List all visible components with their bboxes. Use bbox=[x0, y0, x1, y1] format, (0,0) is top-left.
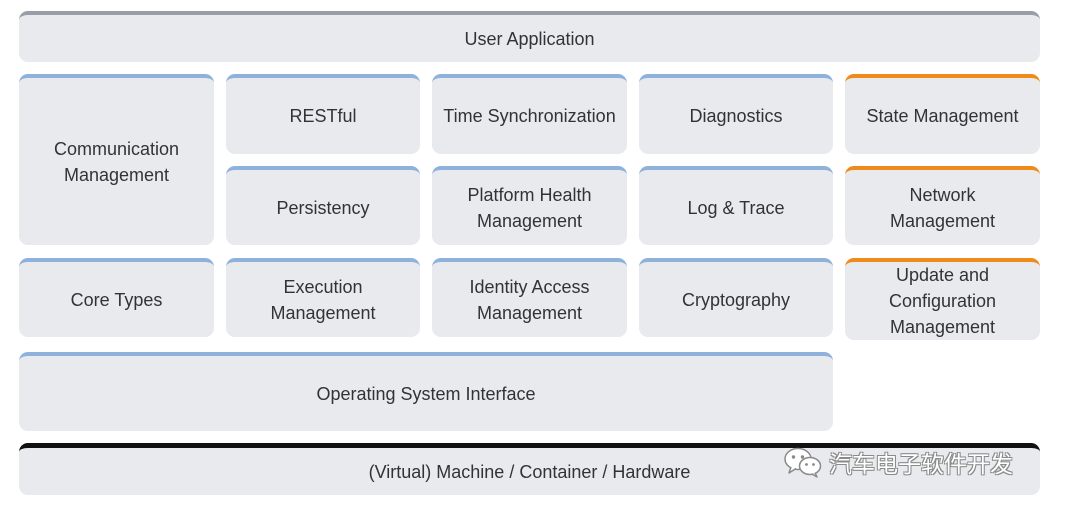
restful-label: RESTful bbox=[289, 106, 357, 126]
diagnostics-label: Diagnostics bbox=[689, 106, 783, 126]
user-application-label: User Application bbox=[464, 28, 595, 49]
core-types-label: Core Types bbox=[70, 289, 163, 310]
network-management-label-line2: Management bbox=[889, 210, 996, 231]
user-application-box: User Application bbox=[19, 11, 1040, 62]
platform-health-management-label-line1: Platform Health bbox=[467, 184, 592, 205]
update-configuration-management-label-line1: Update and bbox=[895, 265, 990, 285]
restful-box: RESTful bbox=[226, 74, 420, 154]
log-trace-label: Log & Trace bbox=[687, 197, 785, 218]
watermark: 汽车电子软件开发 bbox=[783, 445, 1013, 479]
identity-access-management-box: Identity Access Management bbox=[432, 258, 627, 337]
update-configuration-management-label-line2: Configuration bbox=[888, 291, 997, 311]
communication-management-box: Communication Management bbox=[19, 74, 214, 245]
operating-system-interface-box: Operating System Interface bbox=[19, 352, 833, 431]
state-management-label: State Management bbox=[866, 106, 1019, 126]
machine-container-hardware-box: (Virtual) Machine / Container / Hardware bbox=[19, 443, 1040, 495]
update-configuration-management-label-line3: Management bbox=[889, 317, 996, 337]
execution-management-label-line2: Management bbox=[270, 302, 376, 323]
log-trace-box: Log & Trace bbox=[639, 166, 833, 245]
execution-management-box: Execution Management bbox=[226, 258, 420, 337]
identity-access-management-label-line1: Identity Access bbox=[469, 276, 590, 297]
platform-health-management-box: Platform Health Management bbox=[432, 166, 627, 245]
network-management-box: Network Management bbox=[845, 166, 1040, 245]
time-synchronization-label: Time Synchronization bbox=[443, 106, 616, 126]
update-configuration-management-box: Update and Configuration Management bbox=[845, 258, 1040, 340]
persistency-box: Persistency bbox=[226, 166, 420, 245]
cryptography-label: Cryptography bbox=[681, 289, 791, 310]
communication-management-label-line1: Communication bbox=[53, 138, 180, 159]
time-synchronization-box: Time Synchronization bbox=[432, 74, 627, 154]
execution-management-label-line1: Execution bbox=[283, 276, 363, 297]
platform-health-management-label-line2: Management bbox=[476, 210, 583, 231]
wechat-icon bbox=[784, 447, 822, 478]
network-management-label-line1: Network bbox=[909, 184, 976, 205]
state-management-box: State Management bbox=[845, 74, 1040, 154]
watermark-text: 汽车电子软件开发 bbox=[829, 452, 1013, 478]
core-types-box: Core Types bbox=[19, 258, 214, 337]
communication-management-label-line2: Management bbox=[63, 164, 170, 185]
persistency-label: Persistency bbox=[276, 197, 370, 218]
diagnostics-box: Diagnostics bbox=[639, 74, 833, 154]
identity-access-management-label-line2: Management bbox=[476, 302, 583, 323]
cryptography-box: Cryptography bbox=[639, 258, 833, 337]
operating-system-interface-label: Operating System Interface bbox=[316, 383, 536, 404]
machine-container-hardware-label: (Virtual) Machine / Container / Hardware bbox=[368, 461, 691, 482]
